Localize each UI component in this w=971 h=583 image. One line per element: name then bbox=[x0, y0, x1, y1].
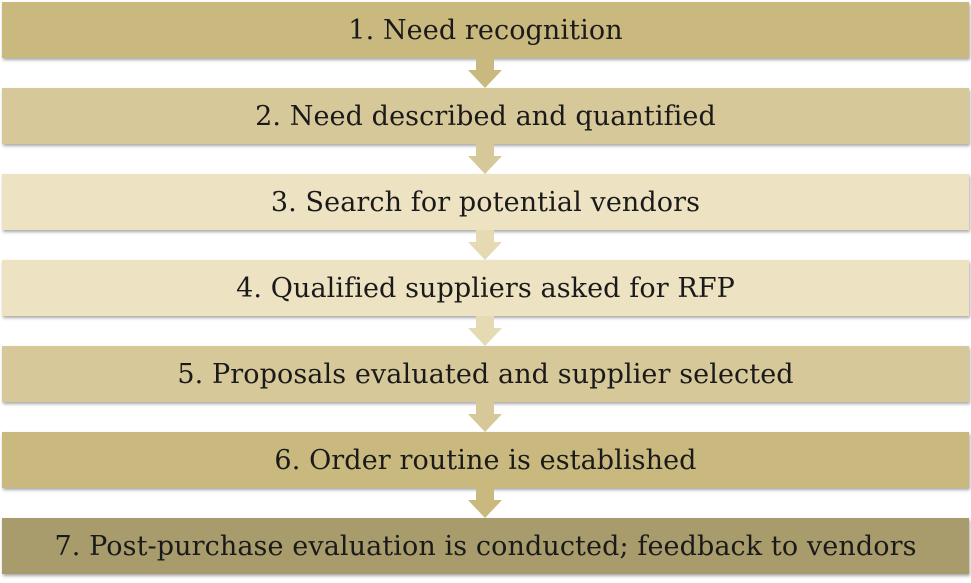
step-1-label: 1. Need recognition bbox=[348, 14, 623, 46]
step-2-label: 2. Need described and quantified bbox=[255, 100, 716, 132]
step-3-label: 3. Search for potential vendors bbox=[270, 186, 701, 218]
arrow-down-icon bbox=[468, 316, 502, 346]
step-5-label: 5. Proposals evaluated and supplier sele… bbox=[177, 358, 794, 390]
step-4-label: 4. Qualified suppliers asked for RFP bbox=[236, 272, 735, 304]
arrow-down-icon bbox=[468, 58, 502, 88]
step-6-box: 6. Order routine is established bbox=[2, 432, 969, 488]
arrow-down-icon bbox=[468, 488, 502, 518]
arrow-down-icon bbox=[468, 144, 502, 174]
arrow-down-icon bbox=[468, 230, 502, 260]
step-2-box: 2. Need described and quantified bbox=[2, 88, 969, 144]
step-7-box: 7. Post-purchase evaluation is conducted… bbox=[2, 518, 969, 574]
arrow-down-icon bbox=[468, 402, 502, 432]
step-6-label: 6. Order routine is established bbox=[274, 444, 697, 476]
step-7-label: 7. Post-purchase evaluation is conducted… bbox=[54, 530, 917, 562]
step-4-box: 4. Qualified suppliers asked for RFP bbox=[2, 260, 969, 316]
step-3-box: 3. Search for potential vendors bbox=[2, 174, 969, 230]
step-1-box: 1. Need recognition bbox=[2, 2, 969, 58]
step-5-box: 5. Proposals evaluated and supplier sele… bbox=[2, 346, 969, 402]
